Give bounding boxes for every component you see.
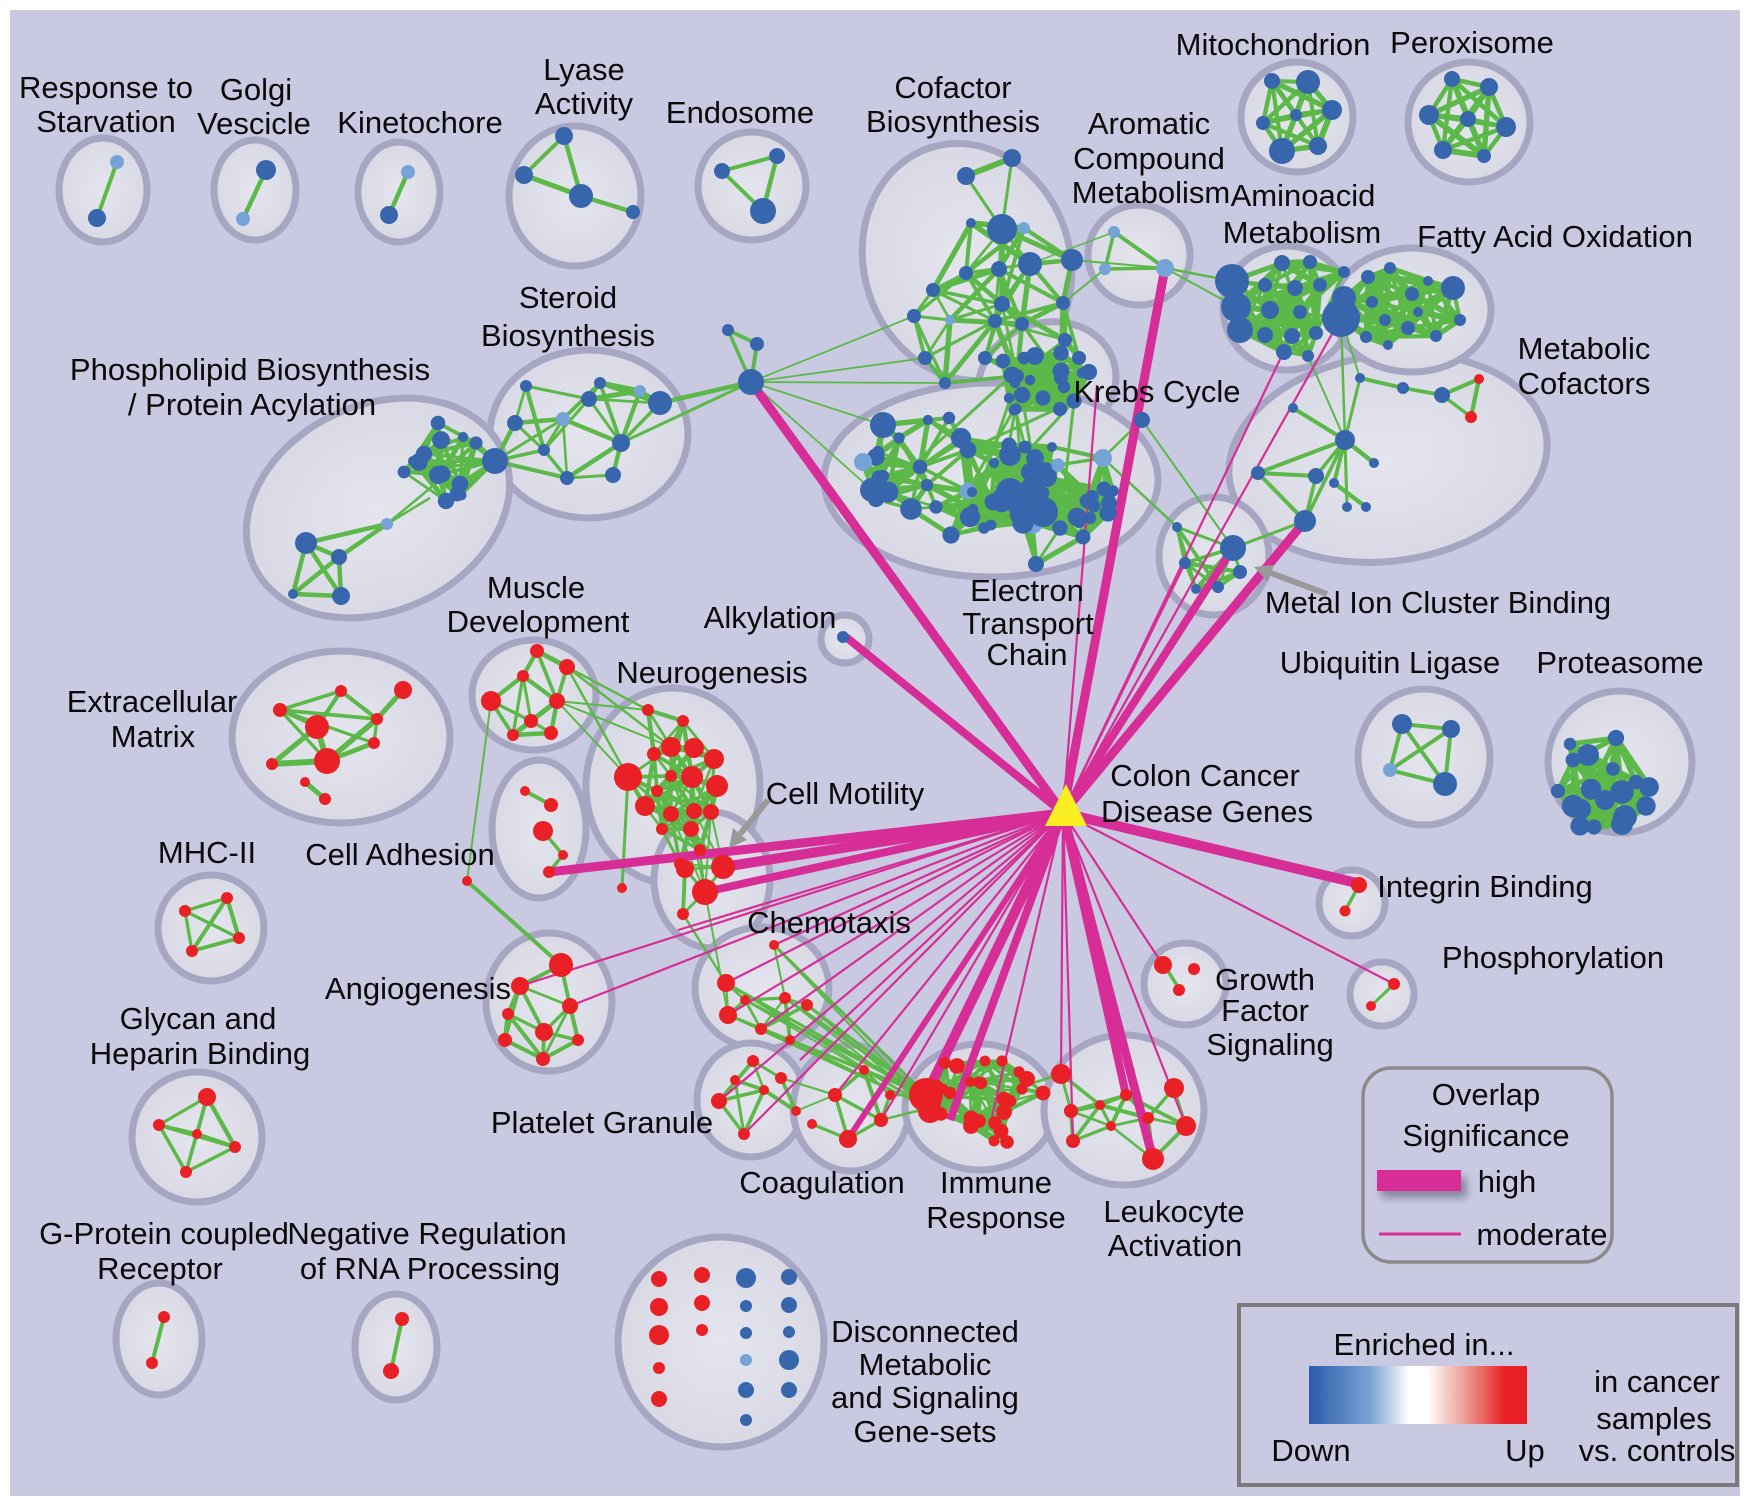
svg-text:Platelet Granule: Platelet Granule [491,1105,713,1140]
svg-text:Compound: Compound [1073,141,1225,176]
svg-text:Signaling: Signaling [1206,1027,1334,1062]
svg-text:Kinetochore: Kinetochore [337,105,502,140]
svg-text:G-Protein coupled: G-Protein coupled [39,1216,289,1251]
svg-text:Aminoacid: Aminoacid [1231,178,1376,213]
svg-text:Biosynthesis: Biosynthesis [481,318,655,353]
svg-text:Angiogenesis: Angiogenesis [325,971,511,1006]
svg-text:samples: samples [1596,1401,1711,1436]
svg-text:Down: Down [1271,1433,1350,1468]
svg-text:in cancer: in cancer [1594,1364,1720,1399]
svg-text:Overlap: Overlap [1432,1077,1541,1112]
svg-text:Steroid: Steroid [519,280,617,315]
svg-text:Cofactor: Cofactor [894,70,1011,105]
svg-text:Growth: Growth [1215,962,1315,997]
svg-text:Receptor: Receptor [97,1251,223,1286]
svg-text:Extracellular: Extracellular [67,684,238,719]
svg-text:Endosome: Endosome [666,95,814,130]
svg-text:Cofactors: Cofactors [1518,366,1651,401]
svg-text:Aromatic: Aromatic [1088,106,1210,141]
svg-text:Metal Ion Cluster Binding: Metal Ion Cluster Binding [1265,585,1611,620]
svg-text:Alkylation: Alkylation [704,600,837,635]
svg-text:Metabolism: Metabolism [1072,175,1231,210]
svg-text:Biosynthesis: Biosynthesis [866,104,1040,139]
svg-text:Neurogenesis: Neurogenesis [616,655,807,690]
svg-text:Mitochondrion: Mitochondrion [1176,27,1371,62]
svg-text:Electron: Electron [970,573,1084,608]
svg-text:Coagulation: Coagulation [739,1165,904,1200]
svg-text:Peroxisome: Peroxisome [1390,25,1554,60]
svg-text:Metabolism: Metabolism [1223,215,1382,250]
svg-text:Development: Development [447,604,630,639]
svg-text:Ubiquitin Ligase: Ubiquitin Ligase [1280,645,1501,680]
svg-text:Leukocyte: Leukocyte [1103,1194,1244,1229]
svg-text:Matrix: Matrix [111,719,196,754]
svg-text:Gene-sets: Gene-sets [853,1414,996,1449]
svg-text:Disease Genes: Disease Genes [1101,794,1313,829]
svg-text:Metabolic: Metabolic [1518,331,1651,366]
svg-text:Phosphorylation: Phosphorylation [1442,940,1664,975]
svg-text:/ Protein Acylation: / Protein Acylation [128,387,376,422]
svg-text:MHC-II: MHC-II [158,835,256,870]
svg-text:Chemotaxis: Chemotaxis [747,905,911,940]
svg-text:Chain: Chain [987,637,1068,672]
svg-text:Fatty Acid Oxidation: Fatty Acid Oxidation [1417,219,1693,254]
svg-text:Integrin Binding: Integrin Binding [1377,869,1592,904]
svg-text:Vescicle: Vescicle [197,106,311,141]
svg-text:Proteasome: Proteasome [1536,645,1703,680]
svg-text:high: high [1478,1164,1537,1199]
svg-text:Cell Adhesion: Cell Adhesion [305,837,495,872]
svg-text:Activation: Activation [1108,1228,1242,1263]
svg-text:Immune: Immune [940,1165,1052,1200]
svg-text:Phospholipid Biosynthesis: Phospholipid Biosynthesis [70,352,430,387]
svg-text:Factor: Factor [1221,993,1309,1028]
svg-text:vs. controls: vs. controls [1579,1433,1736,1468]
svg-text:Muscle: Muscle [487,570,585,605]
svg-text:Glycan and: Glycan and [120,1001,277,1036]
svg-text:Golgi: Golgi [220,72,292,107]
svg-text:Response to: Response to [19,70,193,105]
svg-text:Heparin Binding: Heparin Binding [90,1036,311,1071]
svg-text:Starvation: Starvation [36,104,176,139]
svg-text:Significance: Significance [1402,1118,1569,1153]
svg-text:Krebs Cycle: Krebs Cycle [1073,374,1240,409]
svg-text:Response: Response [926,1200,1066,1235]
svg-text:Transport: Transport [962,606,1094,641]
svg-text:Negative Regulation: Negative Regulation [287,1216,566,1251]
svg-text:Colon Cancer: Colon Cancer [1110,758,1300,793]
svg-text:moderate: moderate [1477,1217,1608,1252]
svg-text:Disconnected: Disconnected [831,1314,1019,1349]
svg-text:Enriched in...: Enriched in... [1334,1327,1515,1362]
svg-text:Activity: Activity [535,86,634,121]
svg-text:Metabolic: Metabolic [859,1347,992,1382]
svg-text:Cell Motility: Cell Motility [766,776,925,811]
svg-text:Lyase: Lyase [543,52,625,87]
svg-text:Up: Up [1505,1433,1545,1468]
svg-text:and Signaling: and Signaling [831,1380,1019,1415]
svg-text:of RNA Processing: of RNA Processing [300,1251,560,1286]
